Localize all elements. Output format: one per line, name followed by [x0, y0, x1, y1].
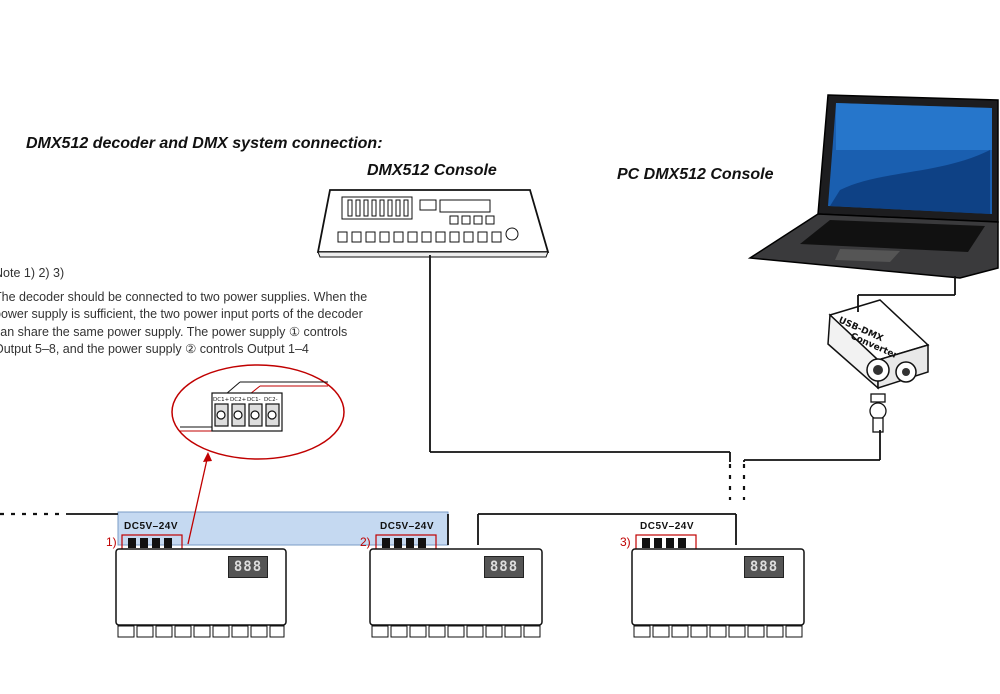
dmx-console-device — [316, 189, 550, 258]
laptop-device — [747, 94, 999, 279]
wiring — [66, 255, 956, 545]
terminal-label: DC1+ — [213, 397, 230, 403]
zoom-pointer-arrow — [203, 452, 212, 462]
power-share-highlight — [117, 511, 449, 546]
decoder-unit-1 — [115, 534, 287, 638]
note-heading: Note 1) 2) 3) — [0, 266, 65, 280]
diagram-title: DMX512 decoder and DMX system connection… — [26, 135, 383, 152]
marker-label-1: 1) — [106, 535, 117, 549]
voltage-label-3: DC5V–24V — [640, 521, 695, 532]
led-display-1: 888 — [228, 556, 268, 578]
terminal-label: DC1- — [247, 397, 261, 403]
zoom-pointer-line — [187, 454, 209, 545]
dashed-continuation — [0, 464, 746, 516]
pc-console-label: PC DMX512 Console — [617, 166, 774, 183]
voltage-label-2: DC5V–24V — [380, 521, 435, 532]
note-line: power supply is sufficient, the two powe… — [0, 307, 363, 321]
usb-dmx-converter-device — [827, 299, 930, 390]
led-display-2: 888 — [484, 556, 524, 578]
decoder-unit-3 — [631, 534, 805, 638]
terminal-label: DC2- — [264, 397, 278, 403]
xlr-plug — [869, 393, 887, 433]
terminal-block-zoom — [211, 392, 283, 432]
marker-label-3: 3) — [620, 535, 631, 549]
note-line: Output 5–8, and the power supply ② contr… — [0, 342, 309, 356]
voltage-label-1: DC5V–24V — [124, 521, 179, 532]
terminal-zoom-wiring — [180, 381, 328, 432]
dmx-console-label: DMX512 Console — [367, 162, 497, 179]
decoder-unit-2 — [369, 534, 543, 638]
note-line: The decoder should be connected to two p… — [0, 290, 368, 304]
terminal-label: DC2+ — [230, 397, 247, 403]
note-line: can share the same power supply. The pow… — [0, 325, 348, 339]
marker-label-2: 2) — [360, 535, 371, 549]
led-display-3: 888 — [744, 556, 784, 578]
